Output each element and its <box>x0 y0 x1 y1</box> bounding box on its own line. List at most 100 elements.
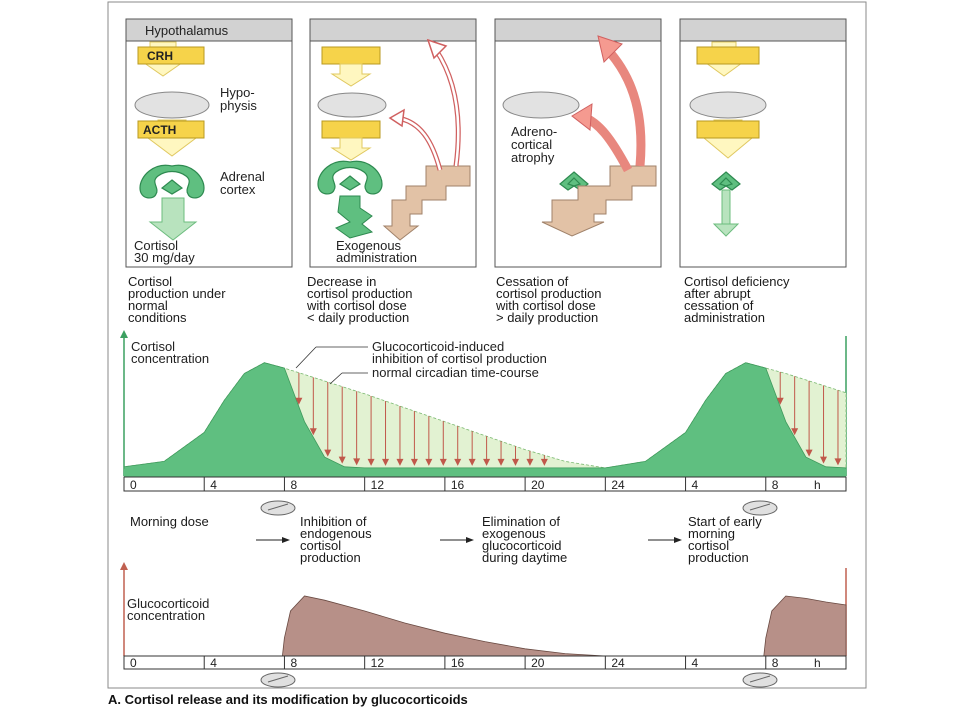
timeline-step: Start of early morning cortisol producti… <box>688 514 762 565</box>
arrow-right-icon <box>466 537 474 543</box>
inhibition-arrowhead-icon <box>338 456 346 464</box>
panel-header-label: Hypothalamus <box>145 23 229 38</box>
endogenous-area <box>123 362 847 471</box>
panel-deficiency <box>679 18 847 268</box>
inhibition-arrowhead-icon <box>309 428 317 436</box>
inhibition-arrowhead-icon <box>483 458 491 466</box>
adrenal-gland-icon <box>139 164 205 199</box>
x-tick-label: 8 <box>290 478 297 492</box>
timeline-morning-dose: Morning dose <box>130 514 209 529</box>
x-tick-label: 24 <box>611 478 625 492</box>
pill-icon <box>260 500 296 516</box>
crh-box <box>696 46 760 65</box>
panel-normal: Hypothalamus CRH Hypo-physis ACTH Adrena… <box>125 18 293 268</box>
inhibition-arrowhead-icon <box>776 397 784 405</box>
hypophysis-label: Hypo-physis <box>220 85 257 113</box>
inhibition-arrowhead-icon <box>396 458 404 466</box>
legend-circadian-leader <box>329 372 343 385</box>
x-tick-label: 16 <box>451 656 465 670</box>
cortisol-output-arrow <box>721 189 731 225</box>
legend-inhibition-leader <box>295 346 317 369</box>
crh-label: CRH <box>147 49 173 63</box>
x-tick-label: 12 <box>371 478 385 492</box>
arrow-right-icon <box>282 537 290 543</box>
arrow-down-icon <box>330 63 372 87</box>
inhibition-arrowhead-icon <box>497 458 505 466</box>
inhibition-arrowhead-icon <box>468 458 476 466</box>
inhibition-arrowhead-icon <box>439 458 447 466</box>
crh-box <box>137 46 205 65</box>
timeline-step: Elimination of exogenous glucocorticoid … <box>482 514 568 565</box>
hypophysis-icon <box>689 91 767 119</box>
timeline-arrows <box>256 537 682 543</box>
inhibition-arrowhead-icon <box>526 458 534 466</box>
inhibition-arrowhead-icon <box>540 458 548 466</box>
inhibition-arrowhead-icon <box>791 428 799 436</box>
panel-header <box>679 18 847 42</box>
pill-icon <box>260 672 296 688</box>
inhibition-arrowhead-icon <box>367 458 375 466</box>
arrow-right-icon <box>674 537 682 543</box>
inhibition-arrowhead-icon <box>410 458 418 466</box>
cortisol-output-arrow <box>334 195 374 239</box>
hypophysis-icon <box>134 91 210 119</box>
inhibition-arrowhead-icon <box>834 458 842 466</box>
x-tick-label: 12 <box>371 656 385 670</box>
x-tick-label: 20 <box>531 478 545 492</box>
inhibition-arrowhead-icon <box>511 458 519 466</box>
pill-icon <box>742 500 778 516</box>
hypophysis-icon <box>502 91 580 119</box>
panel-header <box>309 18 477 42</box>
inhibition-arrowhead-icon <box>820 456 828 464</box>
exogenous-dose-arrow <box>541 165 657 237</box>
x-tick-label: 4 <box>210 478 217 492</box>
hypophysis-icon <box>317 92 387 118</box>
panel-caption: Decrease in cortisol production with cor… <box>307 274 413 325</box>
inhibition-arrowhead-icon <box>295 397 303 405</box>
x-tick-label: 20 <box>531 656 545 670</box>
x-tick-label: 8 <box>772 478 779 492</box>
feedback-arrow-icon <box>602 44 646 167</box>
x-unit-label: h <box>814 478 821 492</box>
x-axis-band <box>124 469 846 477</box>
y-axis-arrow-icon <box>120 330 128 338</box>
inhibition-arrowhead-icon <box>805 449 813 457</box>
panel-header <box>125 18 293 42</box>
x-tick-label: 4 <box>210 656 217 670</box>
y-axis-arrow-icon <box>120 562 128 570</box>
acth-box <box>321 120 381 139</box>
inhibition-arrows <box>295 371 842 466</box>
glucocorticoid-area <box>124 595 847 657</box>
panel-caption: Cortisol production under normal conditi… <box>128 274 226 325</box>
pill-icon <box>742 672 778 688</box>
x-tick-label: 8 <box>772 656 779 670</box>
x-tick-label: 0 <box>130 478 137 492</box>
x-tick-label: 8 <box>290 656 297 670</box>
figure-caption: A. Cortisol release and its modification… <box>108 692 468 707</box>
panel-caption: Cortisol deficiency after abrupt cessati… <box>684 274 790 325</box>
x-axis-bar <box>123 476 847 492</box>
inhibition-arrowhead-icon <box>353 458 361 466</box>
panel-caption: Cessation of cortisol production with co… <box>496 274 602 325</box>
crh-box <box>321 46 381 65</box>
exogenous-dose-arrow <box>382 165 471 241</box>
arrow-down-icon <box>330 137 372 161</box>
inhibition-arrowhead-icon <box>425 458 433 466</box>
x-tick-label: 4 <box>692 656 699 670</box>
x-tick-label: 0 <box>130 656 137 670</box>
x-axis-bar <box>123 655 847 670</box>
acth-label: ACTH <box>143 123 176 137</box>
inhibition-arrowhead-icon <box>454 458 462 466</box>
